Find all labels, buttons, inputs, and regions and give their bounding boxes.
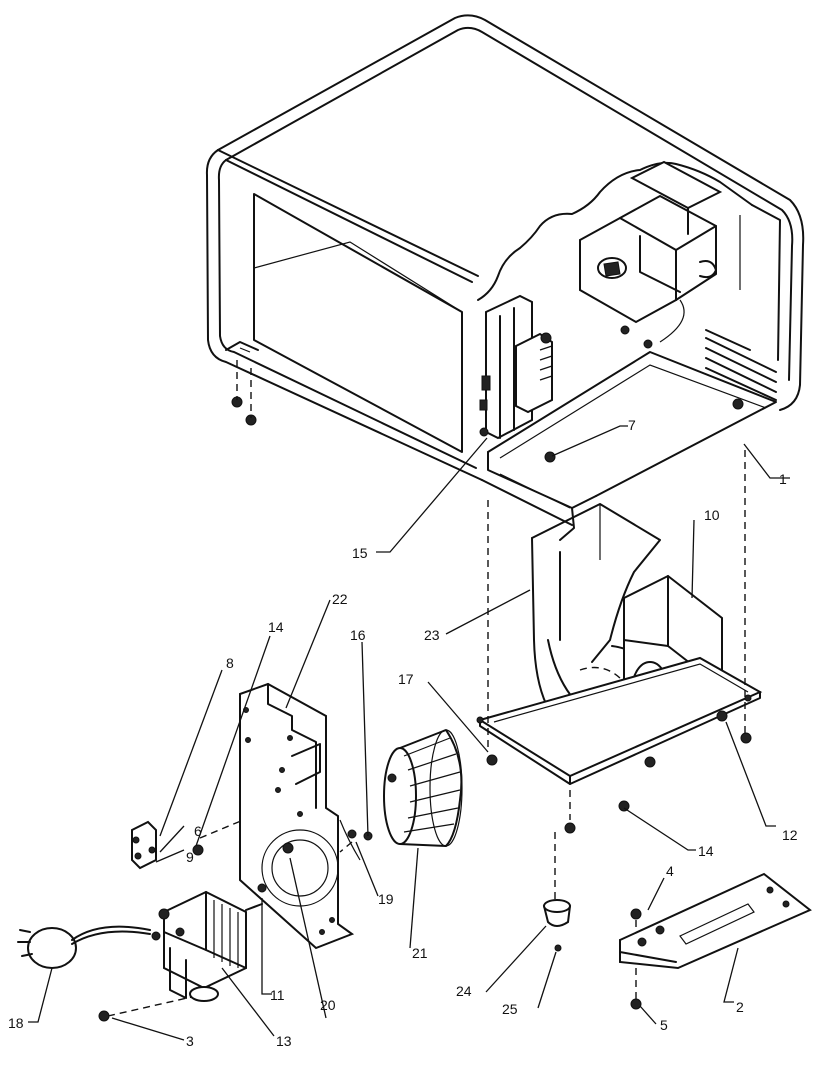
callout-2: 2 bbox=[736, 999, 744, 1015]
callout-12: 12 bbox=[782, 827, 798, 843]
control-panel-assembly bbox=[479, 294, 553, 440]
callout-24: 24 bbox=[456, 983, 472, 999]
callout-6: 6 bbox=[194, 823, 202, 839]
mounting-bracket bbox=[619, 872, 812, 1010]
callout-25: 25 bbox=[502, 1001, 518, 1017]
base-screws bbox=[486, 710, 752, 834]
magnetron-assembly bbox=[579, 160, 723, 349]
callout-16: 16 bbox=[350, 627, 366, 643]
callout-14-top: 14 bbox=[268, 619, 284, 635]
foot bbox=[542, 899, 572, 952]
callout-17: 17 bbox=[398, 671, 414, 687]
callout-10: 10 bbox=[704, 507, 720, 523]
cabinet-interior bbox=[487, 204, 781, 541]
callout-15: 15 bbox=[352, 545, 368, 561]
cabinet-wrapper bbox=[205, 14, 805, 526]
callout-20: 20 bbox=[320, 997, 336, 1013]
callout-9: 9 bbox=[186, 849, 194, 865]
callout-3: 3 bbox=[186, 1033, 194, 1049]
callout-8: 8 bbox=[226, 655, 234, 671]
callout-18: 18 bbox=[8, 1015, 24, 1031]
callout-14-bottom: 14 bbox=[698, 843, 714, 859]
callout-13: 13 bbox=[276, 1033, 292, 1049]
base-plate bbox=[476, 656, 763, 785]
callout-7: 7 bbox=[628, 417, 636, 433]
callout-23: 23 bbox=[424, 627, 440, 643]
callout-19: 19 bbox=[378, 891, 394, 907]
callout-22: 22 bbox=[332, 591, 348, 607]
fan-motor bbox=[151, 890, 263, 1002]
cutaway-edge bbox=[477, 161, 753, 301]
leader-lines bbox=[28, 425, 790, 1041]
fan-blade bbox=[383, 729, 463, 847]
callout-labels: 1 2 3 4 5 6 7 8 9 10 11 12 13 14 14 15 1… bbox=[8, 417, 798, 1049]
callout-1: 1 bbox=[779, 471, 787, 487]
fan-bracket bbox=[239, 682, 361, 950]
callout-21: 21 bbox=[412, 945, 428, 961]
callout-11: 11 bbox=[270, 987, 285, 1003]
thermal-cutoff bbox=[131, 820, 157, 870]
callout-4: 4 bbox=[666, 863, 674, 879]
callout-5: 5 bbox=[660, 1017, 668, 1033]
power-cord bbox=[17, 925, 151, 969]
